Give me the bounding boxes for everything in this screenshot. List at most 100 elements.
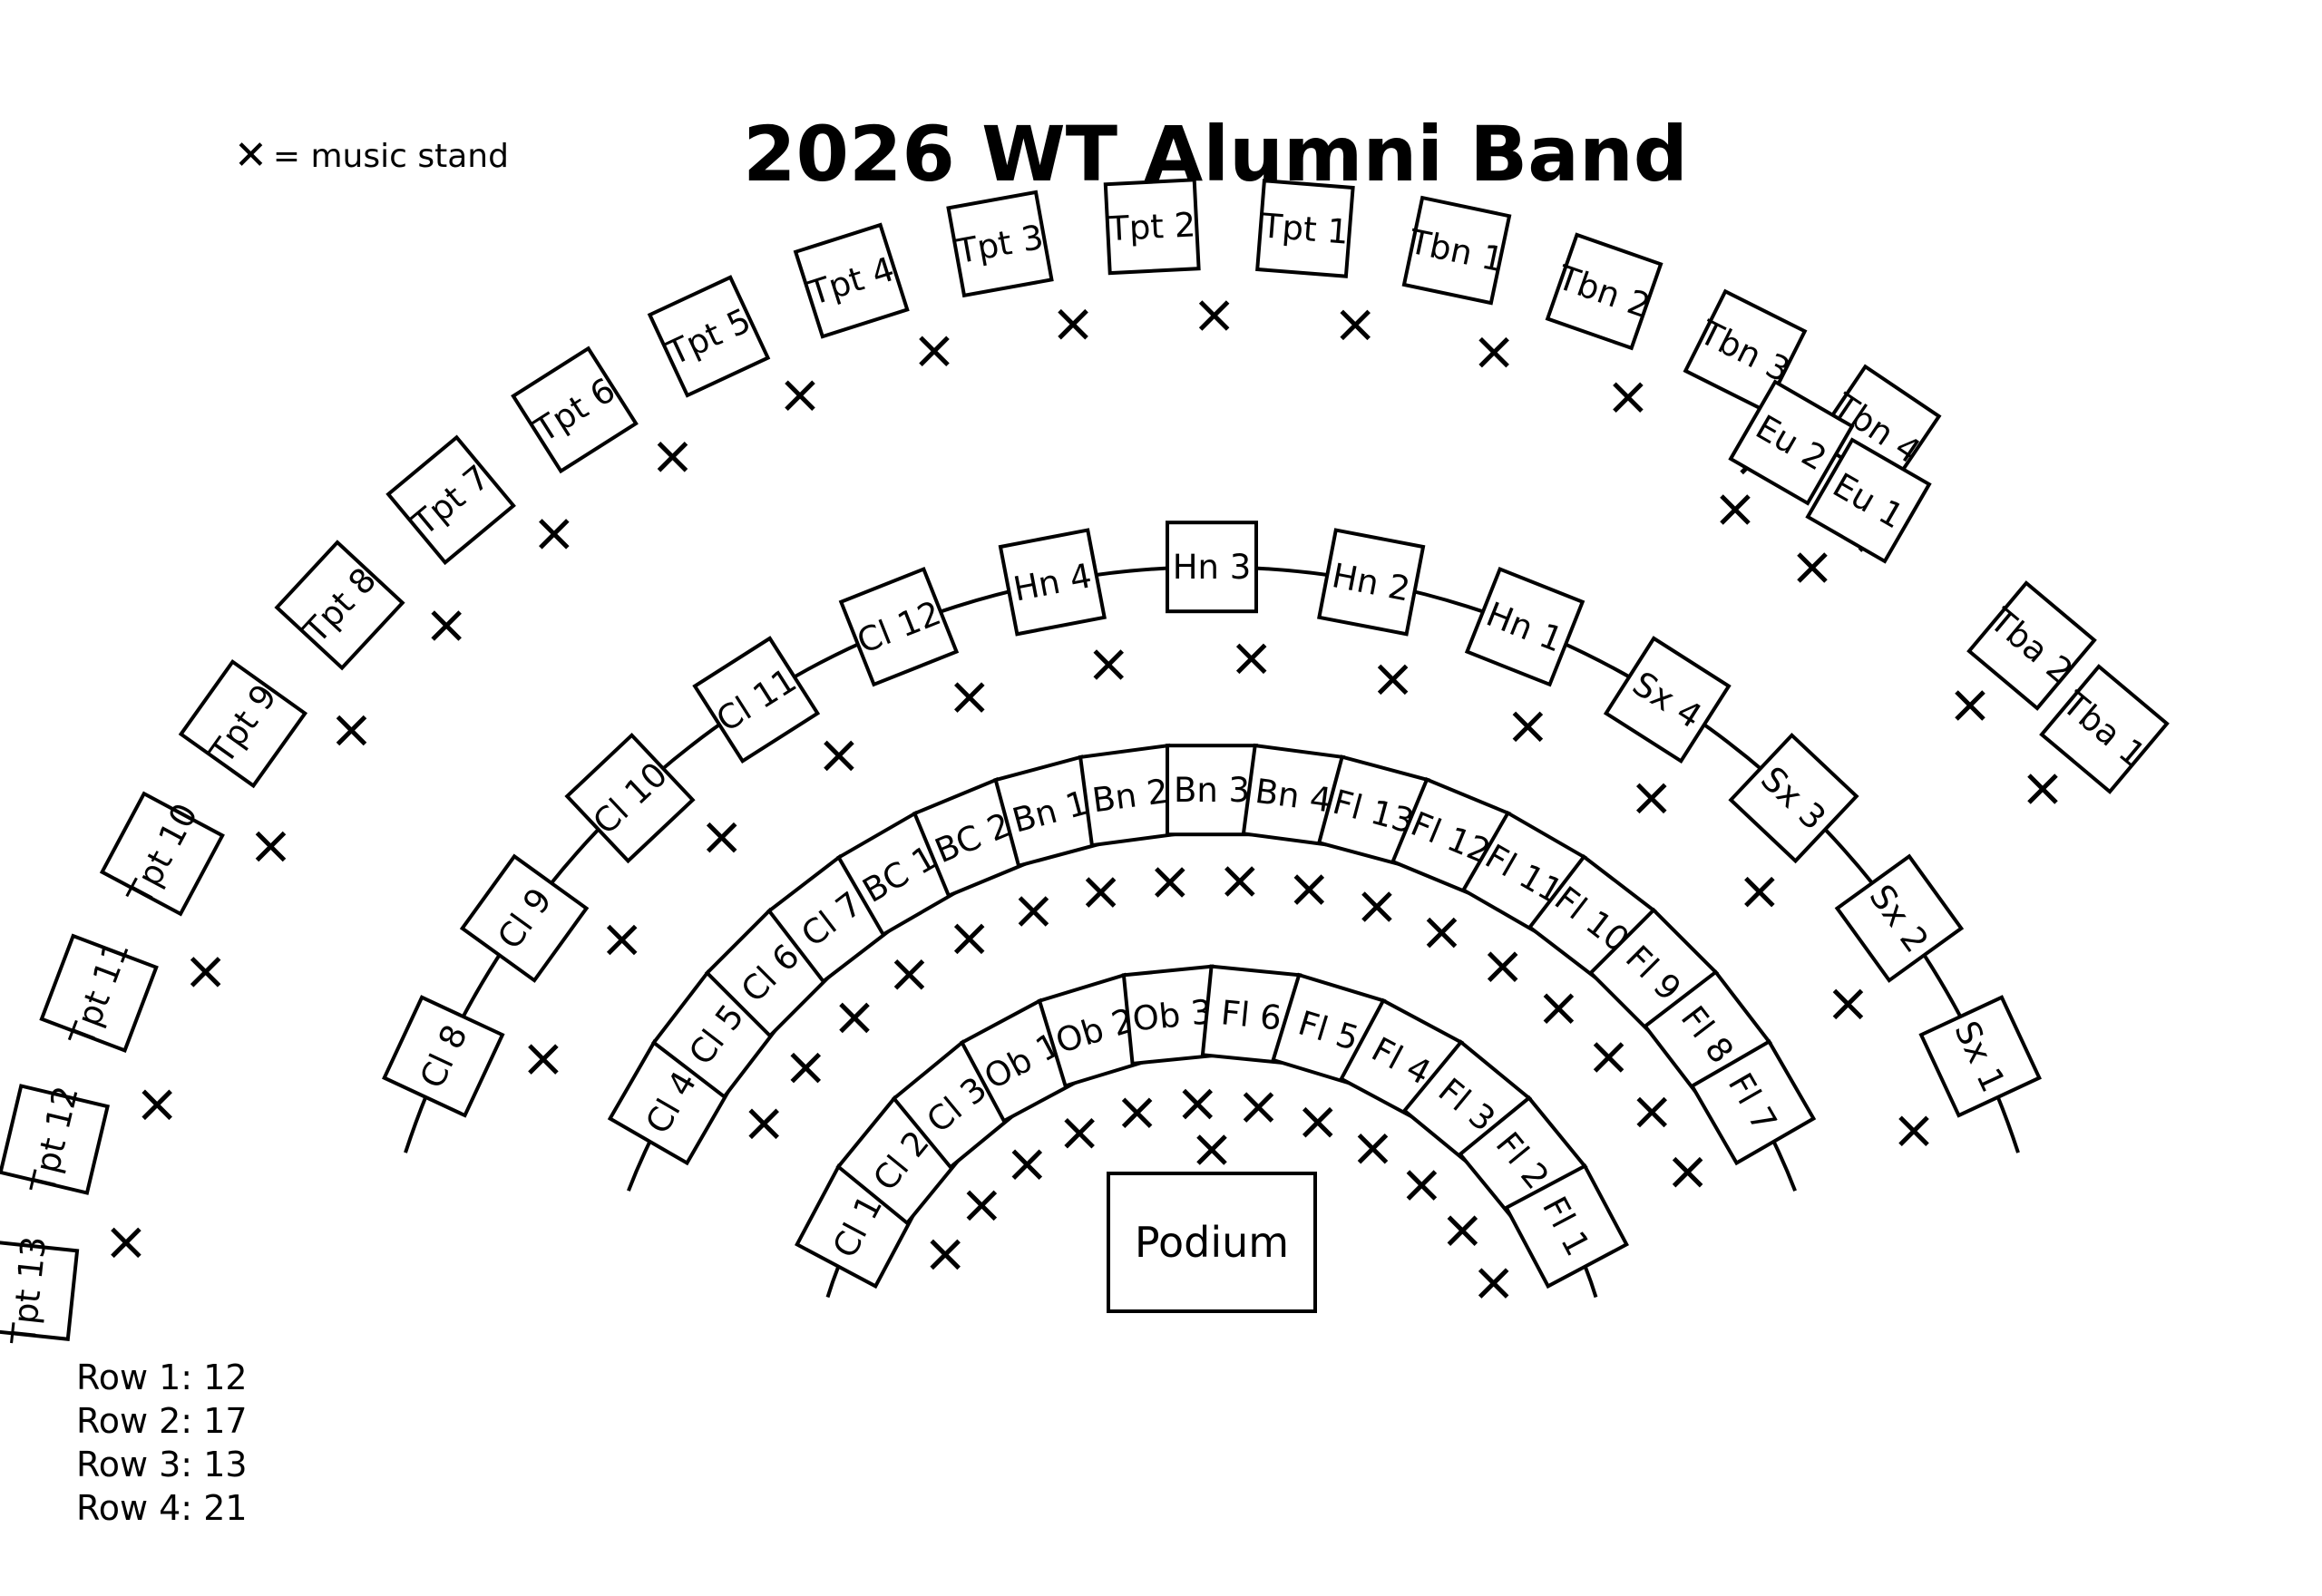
music-stand-icon <box>1121 1097 1153 1129</box>
music-stand-icon <box>1293 874 1325 905</box>
music-stand-icon <box>1406 1170 1438 1201</box>
chair-box <box>1545 232 1663 351</box>
chair-cl-8: Cl 8 <box>382 995 505 1118</box>
chair-tpt-3: Tpt 3 <box>946 190 1054 298</box>
chair-box <box>511 345 639 474</box>
chair-box <box>1603 636 1732 764</box>
chair-fl-7: Fl 7 <box>1689 1038 1817 1166</box>
podium-box <box>1107 1172 1317 1313</box>
music-stand-icon <box>839 1002 870 1034</box>
music-stand-icon <box>748 1108 779 1140</box>
chair-bn-2: Bn 2 <box>1078 743 1183 848</box>
music-stand-icon <box>1357 1133 1389 1164</box>
music-stand-icon <box>1636 1096 1668 1128</box>
chair-box <box>998 528 1107 637</box>
chair-box <box>838 566 960 687</box>
chair-hn-1: Hn 1 <box>1464 566 1585 687</box>
music-stand-icon <box>255 831 287 862</box>
chair-box <box>1166 521 1258 614</box>
music-stand-icon <box>1955 690 1985 721</box>
legend: ✕ = music stand <box>234 136 509 176</box>
chair-box <box>1805 437 1932 564</box>
chair-box <box>382 995 505 1118</box>
music-stand-icon <box>785 380 815 412</box>
music-stand-icon <box>1898 1115 1929 1147</box>
chair-box <box>692 636 821 764</box>
music-stand-icon <box>1636 783 1667 814</box>
music-stand-icon <box>1093 649 1124 680</box>
music-stand-icon <box>1064 1118 1095 1149</box>
music-stand-icon <box>1487 951 1518 982</box>
chair-tba-2: Tba 2 <box>1966 580 2097 711</box>
music-stand-icon <box>1155 867 1185 898</box>
music-stand-icon <box>1377 664 1409 696</box>
chair-box <box>1255 179 1355 278</box>
chair-label: Bn 3 <box>1174 771 1250 810</box>
music-stand-icon <box>336 715 367 746</box>
chair-fl-1: Fl 1 <box>1504 1163 1629 1289</box>
music-stand-icon <box>1447 1215 1478 1246</box>
chair-sx-2: Sx 2 <box>1834 853 1965 983</box>
chair-fl-6: Fl 6 <box>1200 964 1302 1066</box>
chair-box <box>1966 580 2097 711</box>
music-stand-icon <box>1018 896 1049 927</box>
music-stand-icon <box>539 519 570 550</box>
music-stand-icon <box>790 1052 822 1084</box>
chair-cl-12: Cl 12 <box>838 566 960 687</box>
chair-tbn-1: Tbn 1 <box>1401 195 1512 306</box>
legend-text: = music stand <box>272 137 509 175</box>
music-stand-icon <box>1613 382 1644 414</box>
music-stand-icon <box>1224 866 1255 897</box>
row-count-1: Row 1: 12 <box>76 1358 248 1397</box>
chair-tpt-5: Tpt 5 <box>647 275 771 398</box>
chair-box <box>99 791 225 917</box>
music-stand-icon <box>1720 494 1751 525</box>
chair-box <box>647 275 771 398</box>
chair-cl-10: Cl 10 <box>564 733 696 864</box>
chair-label: Tpt 1 <box>1259 206 1350 251</box>
chair-eu-1: Eu 1 <box>1805 437 1932 564</box>
chair-label: Ob 3 <box>1131 992 1215 1038</box>
row-count-2: Row 2: 17 <box>76 1401 248 1441</box>
chair-box <box>1918 995 2042 1118</box>
music-stand-icon <box>930 1239 961 1270</box>
chair-box <box>39 933 159 1053</box>
music-stand-icon <box>1182 1088 1213 1120</box>
chair-box <box>1504 1163 1629 1289</box>
chair-sx-4: Sx 4 <box>1603 636 1732 764</box>
chair-box <box>0 1084 111 1195</box>
chair-tpt-4: Tpt 4 <box>793 222 910 339</box>
chair-bn-4: Bn 4 <box>1241 743 1346 848</box>
chair-box <box>1728 733 1859 864</box>
chair-ob-2: Ob 2 <box>1037 972 1153 1088</box>
chair-sx-3: Sx 3 <box>1728 733 1859 864</box>
chair-tpt-10: Tpt 10 <box>99 791 225 917</box>
music-stand-icon <box>657 442 688 472</box>
music-stand-icon <box>528 1044 559 1075</box>
music-stand-icon <box>824 740 854 772</box>
chair-cl-11: Cl 11 <box>692 636 821 764</box>
podium-label: Podium <box>1135 1218 1289 1267</box>
chair-box <box>1317 528 1426 637</box>
chair-box <box>0 1239 80 1341</box>
music-stand-icon <box>1302 1106 1333 1138</box>
music-stand-icon <box>1235 643 1267 675</box>
music-stand-icon <box>1196 1134 1227 1165</box>
music-stand-icon <box>1340 309 1371 341</box>
music-stand-icon <box>1832 988 1864 1020</box>
chart-title: 2026 WT Alumni Band <box>743 110 1688 199</box>
chair-tpt-6: Tpt 6 <box>511 345 639 474</box>
chair-tbn-2: Tbn 2 <box>1545 232 1663 351</box>
chair-box <box>1103 178 1201 276</box>
chair-box <box>178 658 308 789</box>
chair-tpt-8: Tpt 8 <box>274 540 405 671</box>
music-stand-icon <box>1011 1149 1043 1181</box>
music-stand-icon <box>1426 917 1458 949</box>
music-stand-icon <box>1478 336 1509 368</box>
chair-label: Hn 3 <box>1173 548 1252 587</box>
music-stand-icon <box>431 610 462 641</box>
chair-hn-3: Hn 3 <box>1166 521 1258 614</box>
chair-bn-1: Bn 1 <box>993 754 1107 869</box>
